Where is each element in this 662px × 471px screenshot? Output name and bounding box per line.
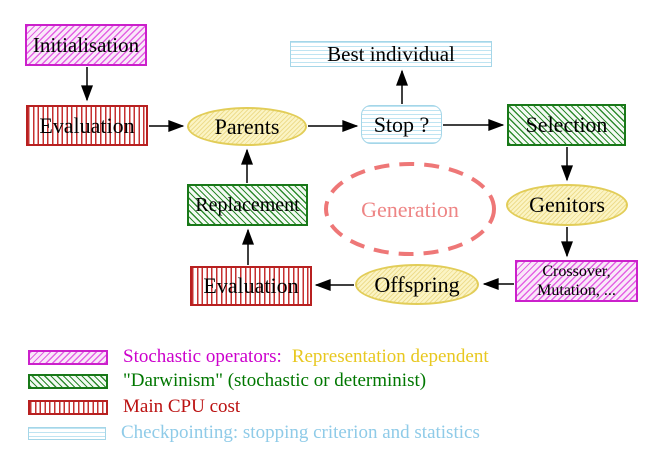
legend-row-main-cpu-cost: Main CPU cost xyxy=(28,396,240,418)
node-genitors: Genitors xyxy=(506,184,628,226)
node-parents: Parents xyxy=(187,107,307,146)
legend-label-representation-dependent: Representation dependent xyxy=(291,346,489,367)
generation-label: Generation xyxy=(361,197,459,222)
legend-row-stochastic-operators: Stochastic operators: Representation dep… xyxy=(28,346,489,368)
legend-row-checkpointing: Checkpointing: stopping criterion and st… xyxy=(28,422,480,444)
node-offspring: Offspring xyxy=(355,264,479,305)
node-stop-test: Stop ? xyxy=(361,105,442,144)
node-crossover-mutation: Crossover, Mutation, ... xyxy=(515,260,638,302)
generation-dashed-ellipse xyxy=(324,162,496,256)
crossover-line2: Mutation, ... xyxy=(537,282,616,299)
node-evaluation-bottom: Evaluation xyxy=(190,266,312,306)
legend-swatch-magenta-hatch xyxy=(28,349,108,365)
legend-swatch-red-vlines xyxy=(28,399,108,415)
legend-label-stochastic-operators: Stochastic operators: xyxy=(123,346,282,367)
node-best-individual: Best individual xyxy=(290,41,492,67)
legend-label-checkpointing: Checkpointing: stopping criterion and st… xyxy=(121,422,480,443)
legend-label-darwinism: "Darwinism" (stochastic or determinist) xyxy=(123,370,427,391)
node-initialisation: Initialisation xyxy=(25,24,147,66)
legend-label-main-cpu-cost: Main CPU cost xyxy=(123,396,241,417)
legend-swatch-cyan-hlines xyxy=(28,426,106,440)
node-evaluation-top: Evaluation xyxy=(26,105,148,146)
legend-row-darwinism: "Darwinism" (stochastic or determinist) xyxy=(28,370,426,392)
node-replacement: Replacement xyxy=(187,184,308,226)
legend-swatch-green-hatch xyxy=(28,373,108,389)
crossover-line1: Crossover, xyxy=(542,262,611,280)
node-selection: Selection xyxy=(507,104,626,146)
